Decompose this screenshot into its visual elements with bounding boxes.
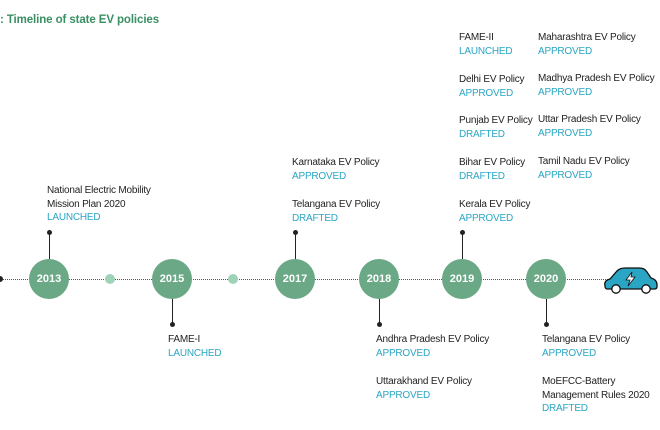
policy-entry: Punjab EV Policy DRAFTED bbox=[459, 114, 533, 141]
policy-name: Punjab EV Policy bbox=[459, 115, 533, 126]
year-2015: 2015 bbox=[152, 259, 192, 299]
policy-entry: Karnataka EV Policy APPROVED bbox=[292, 156, 380, 183]
policy-status: APPROVED bbox=[538, 169, 592, 181]
stem-2018 bbox=[379, 299, 380, 324]
policy-name: Uttarakhand EV Policy bbox=[376, 376, 472, 387]
policy-name: Delhi EV Policy bbox=[459, 74, 525, 85]
diagram-title: : Timeline of state EV policies bbox=[0, 14, 160, 26]
policy-status: APPROVED bbox=[292, 170, 346, 182]
policy-name: Management Rules 2020 bbox=[542, 389, 650, 401]
policy-name: Tamil Nadu EV Policy bbox=[538, 156, 630, 167]
stem-2019-dot bbox=[460, 230, 465, 235]
policy-status: APPROVED bbox=[376, 347, 430, 359]
stem-2013 bbox=[49, 234, 50, 259]
stem-2017-dot bbox=[293, 230, 298, 235]
policy-entry: Maharashtra EV Policy APPROVED bbox=[538, 31, 636, 58]
policy-name: Mission Plan 2020 bbox=[47, 198, 126, 210]
year-2017: 2017 bbox=[275, 259, 315, 299]
policy-entry: National Electric Mobility Mission Plan … bbox=[47, 184, 151, 225]
policy-name: Bihar EV Policy bbox=[459, 157, 525, 168]
policy-name: Telangana EV Policy bbox=[292, 199, 380, 210]
policy-entry: FAME-II LAUNCHED bbox=[459, 31, 513, 58]
policy-entry: Uttar Pradesh EV Policy APPROVED bbox=[538, 113, 641, 140]
stem-2019 bbox=[462, 234, 463, 259]
policy-status: APPROVED bbox=[459, 212, 513, 224]
policy-status: APPROVED bbox=[538, 127, 592, 139]
policy-status: APPROVED bbox=[538, 45, 592, 57]
policy-name: Uttar Pradesh EV Policy bbox=[538, 114, 641, 125]
policy-name: National Electric Mobility bbox=[47, 185, 151, 196]
year-2018: 2018 bbox=[359, 259, 399, 299]
policy-status: APPROVED bbox=[376, 389, 430, 401]
stem-2017 bbox=[295, 234, 296, 259]
stem-2015 bbox=[172, 299, 173, 324]
policy-name: MoEFCC-Battery bbox=[542, 376, 616, 387]
policy-entry: FAME-I LAUNCHED bbox=[168, 333, 222, 360]
stem-2018-dot bbox=[377, 322, 382, 327]
policy-name: Telangana EV Policy bbox=[542, 334, 630, 345]
policy-entry: Kerala EV Policy APPROVED bbox=[459, 198, 530, 225]
policy-entry: Tamil Nadu EV Policy APPROVED bbox=[538, 155, 630, 182]
policy-status: DRAFTED bbox=[459, 128, 505, 140]
minor-dot bbox=[105, 274, 115, 284]
policy-name: Maharashtra EV Policy bbox=[538, 32, 636, 43]
year-2020: 2020 bbox=[526, 259, 566, 299]
year-2019: 2019 bbox=[442, 259, 482, 299]
policy-entry: Delhi EV Policy APPROVED bbox=[459, 73, 525, 100]
policy-entry: MoEFCC-Battery Management Rules 2020 DRA… bbox=[542, 375, 650, 416]
minor-dot bbox=[228, 274, 238, 284]
policy-name: Madhya Pradesh EV Policy bbox=[538, 73, 655, 84]
policy-name: Kerala EV Policy bbox=[459, 199, 531, 210]
policy-status: LAUNCHED bbox=[168, 347, 222, 359]
policy-entry: Uttarakhand EV Policy APPROVED bbox=[376, 375, 472, 402]
policy-status: APPROVED bbox=[459, 87, 513, 99]
policy-entry: Andhra Pradesh EV Policy APPROVED bbox=[376, 333, 489, 360]
policy-status: LAUNCHED bbox=[459, 45, 513, 57]
policy-status: LAUNCHED bbox=[47, 212, 101, 223]
stem-2020 bbox=[546, 299, 547, 324]
policy-status: DRAFTED bbox=[292, 212, 338, 224]
policy-name: Andhra Pradesh EV Policy bbox=[376, 334, 490, 345]
policy-name: Karnataka EV Policy bbox=[292, 157, 380, 168]
policy-entry: Madhya Pradesh EV Policy APPROVED bbox=[538, 72, 655, 99]
policy-entry: Telangana EV Policy DRAFTED bbox=[292, 198, 380, 225]
policy-status: APPROVED bbox=[542, 347, 596, 359]
stem-2015-dot bbox=[170, 322, 175, 327]
stem-2013-dot bbox=[47, 230, 52, 235]
policy-status: APPROVED bbox=[538, 86, 592, 98]
policy-status: DRAFTED bbox=[542, 403, 588, 414]
electric-car-icon bbox=[604, 267, 658, 294]
policy-name: FAME-II bbox=[459, 32, 494, 43]
policy-entry: Telangana EV Policy APPROVED bbox=[542, 333, 630, 360]
lightning-bolt-icon bbox=[625, 271, 636, 287]
stem-2020-dot bbox=[544, 322, 549, 327]
timeline-start-dot bbox=[0, 276, 3, 282]
policy-name: FAME-I bbox=[168, 334, 201, 345]
policy-status: DRAFTED bbox=[459, 170, 505, 182]
policy-entry: Bihar EV Policy DRAFTED bbox=[459, 156, 525, 183]
year-2013: 2013 bbox=[29, 259, 69, 299]
